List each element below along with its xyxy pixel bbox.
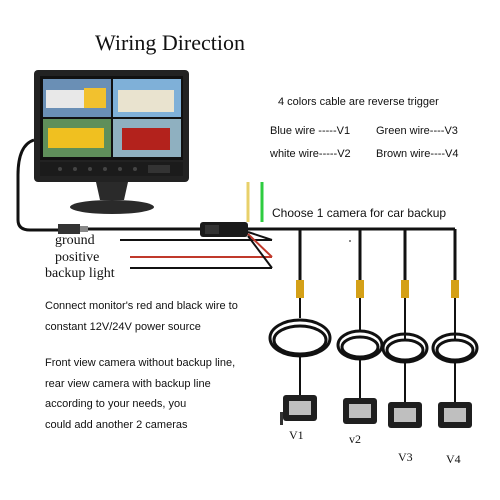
trigger-note: 4 colors cable are reverse trigger [278,96,439,108]
camera-v1 [280,395,317,425]
front-note-line-2: rear view camera with backup line [45,378,211,390]
power-note-line-2: constant 12V/24V power source [45,321,201,333]
cable-coils [268,318,479,364]
wire-label-positive: positive [55,250,100,265]
wire-map-green: Green wire----V3 [376,125,458,137]
front-note-line-1: Front view camera without backup line, [45,357,236,369]
camera-v2 [343,398,377,424]
power-note-line-1: Connect monitor's red and black wire to [45,300,238,312]
camera-label-v3: V3 [398,450,413,464]
wire-label-ground: ground [55,233,95,248]
wire-map-white: white wire-----V2 [270,148,351,160]
camera-label-v4: V4 [446,452,461,466]
camera-label-v2: v2 [349,432,361,446]
camera-label-v1: V1 [289,428,304,442]
choose-camera-text: Choose 1 camera for car backup [272,206,447,220]
camera-v4 [438,402,472,428]
diagram-title: Wiring Direction [94,30,245,55]
connectors [296,280,459,298]
wire-map-brown: Brown wire----V4 [376,148,459,160]
front-note-line-3: according to your needs, you [45,398,187,410]
wire-map-blue: Blue wire -----V1 [270,125,351,137]
front-note-line-4: could add another 2 cameras [45,419,188,431]
monitor [34,70,189,214]
camera-v3 [388,402,422,428]
wire-label-backup-light: backup light [45,266,115,281]
